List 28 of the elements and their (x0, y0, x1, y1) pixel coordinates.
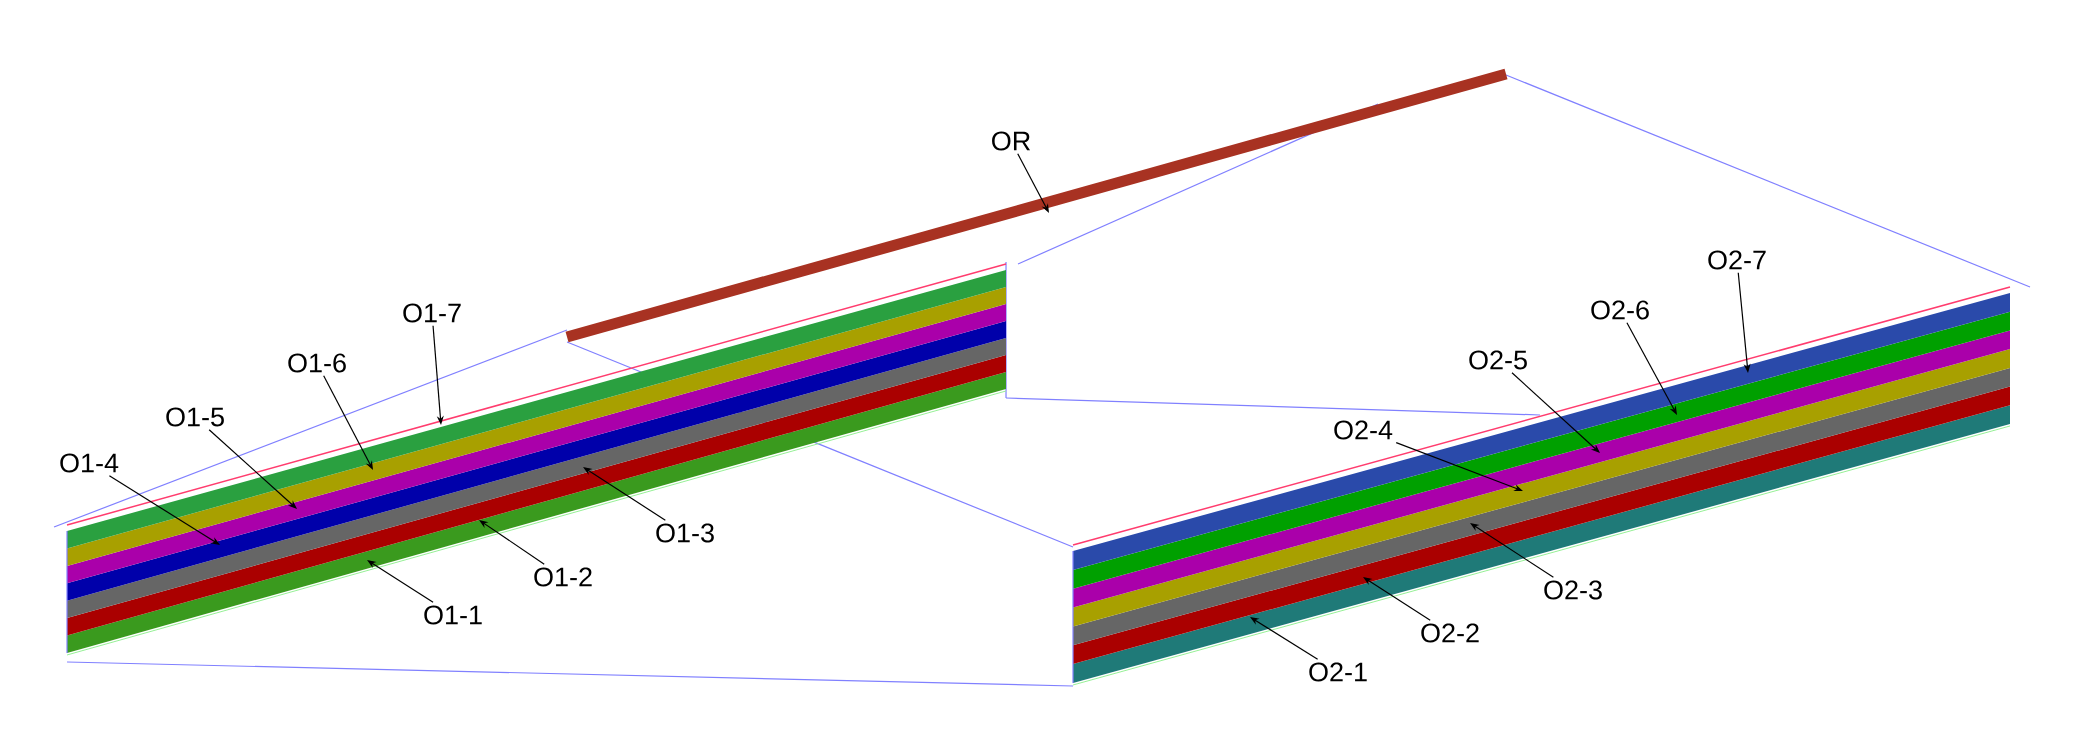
layer-label: O2-4 (1334, 420, 1393, 440)
layer-label: O2-5 (1469, 350, 1527, 370)
leader-line (1470, 523, 1554, 578)
leader-line (1250, 617, 1319, 660)
leader-line (583, 467, 666, 521)
leader-line (1395, 442, 1523, 492)
leader-line (323, 375, 373, 470)
leader-line (367, 560, 434, 603)
layer-label: O1-6 (288, 353, 346, 373)
layer-label: O2-2 (1421, 623, 1479, 643)
layer-label: O1-2 (534, 567, 592, 587)
layer-label: O1-5 (166, 407, 224, 427)
layer-label: O1-4 (60, 453, 119, 473)
layer-label: O1-1 (424, 605, 482, 625)
layer-label: O2-3 (1544, 580, 1602, 600)
leader-line (1511, 372, 1600, 453)
layer-label: O1-7 (403, 303, 461, 323)
leader-line (208, 429, 297, 509)
layer-label: O2-1 (1309, 662, 1367, 682)
layer-label: O1-3 (656, 523, 714, 543)
leader-line (108, 475, 220, 545)
layer-label: OR (992, 131, 1031, 151)
leader-line (479, 520, 545, 565)
leader-line (1626, 322, 1677, 415)
layer-label: O2-7 (1708, 250, 1766, 270)
leader-line (1017, 153, 1049, 213)
layer-label: O2-6 (1591, 300, 1649, 320)
leader-line (1363, 577, 1431, 621)
